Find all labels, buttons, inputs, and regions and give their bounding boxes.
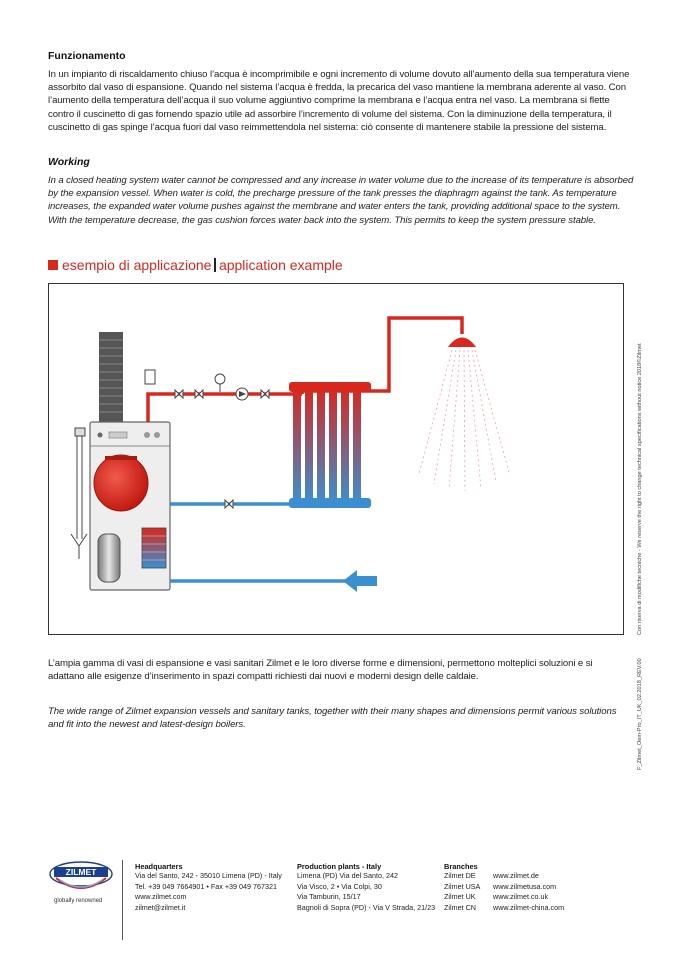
cold-inlet-arrow [343,570,377,592]
application-diagram [48,283,624,635]
body-text-en: The wide range of Zilmet expansion vesse… [48,706,617,731]
paragraph-it: In un impianto di riscaldamento chiuso l… [48,69,630,133]
paragraph-en: In a closed heating system water cannot … [48,175,634,226]
logo-tagline: globally renowned [54,898,103,904]
footer-divider [122,860,123,940]
hq-email-link[interactable]: zilmet@zilmet.it [135,902,186,912]
heating-system-illustration [70,316,510,592]
hq-title: Headquarters [135,862,183,871]
radiator [289,382,371,508]
valves-and-pump [144,369,270,510]
branch-link[interactable]: www.zilmet-china.com [493,902,565,912]
branch-row: Zilmet CN www.zilmet-china.com [444,903,564,914]
branch-link[interactable]: www.zilmet.co.uk [493,892,549,902]
footer-branches: Branches Zilmet DE www.zilmet.de Zilmet U… [444,862,564,913]
branch-name: Zilmet USA [444,881,481,891]
logo-wordmark: ZILMET [66,867,97,877]
footer-production-plants: Production plants - Italy Limena (PD) Vi… [297,862,435,913]
zilmet-logo: ZILMET globally renowned [48,860,114,910]
heading-en: Working [48,156,90,168]
chimney [99,332,123,424]
branch-link[interactable]: www.zilmetusa.com [493,881,557,891]
title-divider [214,258,216,272]
branch-name: Zilmet CN [444,902,476,912]
drain-pipe [70,427,88,559]
plant-line: Limena (PD) Via del Santo, 242 [297,871,398,880]
plants-title: Production plants - Italy [297,862,382,871]
branch-name: Zilmet UK [444,892,476,902]
section-title: esempio di applicazione application exam… [48,257,343,273]
plant-line: Via Visco, 2 • Via Colpi, 30 [297,881,382,891]
branch-name: Zilmet DE [444,871,476,880]
branch-row: Zilmet USA www.zilmetusa.com [444,882,564,893]
plant-line: Via Tamburin, 15/17 [297,892,361,902]
footer-headquarters: Headquarters Via del Santo, 242 - 35010 … [135,862,282,913]
shower-head [418,337,510,492]
red-square-icon [48,260,58,270]
section-title-it: esempio di applicazione [62,257,212,273]
cold-water-pipes [170,502,359,583]
side-note-rights: Con riserva di modifiche tecniche - We r… [637,343,643,635]
branch-row: Zilmet DE www.zilmet.de [444,871,564,882]
branch-row: Zilmet UK www.zilmet.co.uk [444,892,564,903]
branch-link[interactable]: www.zilmet.de [493,871,539,880]
hq-address: Via del Santo, 242 - 35010 Limena (PD) -… [135,871,282,880]
plant-line: Bagnoli di Sopra (PD) - Via V Strada, 21… [297,902,436,912]
hq-website-link[interactable]: www.zilmet.com [135,892,187,902]
side-note-docref: F_Zilmet_Oem-Pro_IT_UK_02.2018_REV.00 [637,658,643,770]
branches-title: Branches [444,862,478,871]
hq-phone: Tel. +39 049 7664901 • Fax +39 049 76732… [135,881,277,891]
heading-it: Funzionamento [48,50,126,62]
zilmet-logo-mark: ZILMET [49,861,113,889]
body-text-it: L’ampia gamma di vasi di espansione e va… [48,658,593,683]
boiler [89,421,171,591]
section-title-en: application example [218,257,343,273]
